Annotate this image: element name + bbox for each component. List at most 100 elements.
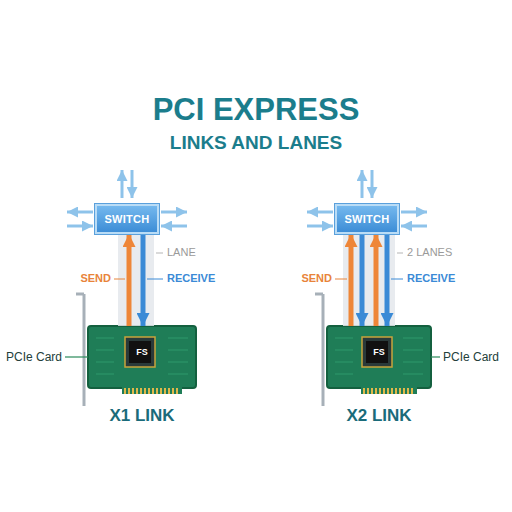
circuit-board	[327, 326, 431, 388]
gold-finger	[164, 388, 166, 394]
bracket-tab	[315, 293, 323, 296]
leader-line	[65, 356, 88, 357]
traffic-arrows	[67, 170, 187, 226]
chip	[125, 337, 155, 367]
diagram-label: LINKS AND LANES	[170, 132, 342, 154]
gold-finger	[367, 388, 369, 394]
lane-band	[343, 234, 395, 326]
trace	[403, 374, 423, 375]
gold-finger	[160, 388, 162, 394]
traffic-arrow	[67, 211, 93, 214]
gold-finger	[140, 388, 142, 394]
leader-line	[156, 253, 163, 254]
traffic-arrow	[401, 225, 427, 228]
leader-line	[397, 253, 403, 254]
bracket	[322, 294, 325, 406]
edge-connector	[122, 386, 182, 394]
receive-arrow	[385, 234, 390, 326]
gold-finger	[399, 388, 401, 394]
chip-die	[366, 341, 388, 363]
diagram-label: LANE	[167, 246, 196, 259]
gold-finger	[172, 388, 174, 394]
traffic-arrow	[361, 170, 364, 198]
trace	[168, 338, 188, 339]
card-label: PCIe Card	[443, 350, 499, 364]
gold-finger	[411, 388, 413, 394]
lane-band	[118, 234, 154, 326]
trace	[96, 374, 114, 375]
gold-finger	[407, 388, 409, 394]
receive-arrow	[360, 234, 365, 326]
leader-line	[335, 279, 347, 280]
send-arrow	[127, 234, 132, 326]
gold-finger	[132, 388, 134, 394]
leader-line	[431, 356, 440, 357]
traffic-arrow	[67, 225, 93, 228]
gold-finger	[387, 388, 389, 394]
switch-label: SWITCH	[344, 213, 389, 225]
trace	[403, 362, 423, 363]
trace	[335, 338, 353, 339]
send-arrow	[349, 234, 354, 326]
trace	[335, 362, 353, 363]
gold-finger	[168, 388, 170, 394]
gold-finger	[176, 388, 178, 394]
diagram-label: X2 LINK	[346, 406, 411, 426]
traffic-arrow	[307, 211, 333, 214]
traffic-arrow	[161, 225, 187, 228]
switch-label: SWITCH	[104, 213, 149, 225]
trace	[403, 338, 423, 339]
gold-finger	[395, 388, 397, 394]
gold-finger	[128, 388, 130, 394]
receive-arrow	[141, 234, 146, 326]
bracket	[83, 294, 86, 406]
gold-finger	[152, 388, 154, 394]
traffic-arrow	[131, 170, 134, 198]
card-label: PCIe Card	[6, 350, 62, 364]
traffic-arrow	[161, 211, 187, 214]
gold-finger	[379, 388, 381, 394]
gold-finger	[136, 388, 138, 394]
circuit-board	[88, 326, 196, 388]
leader-line	[114, 279, 125, 280]
switch-box: SWITCH	[95, 204, 159, 234]
trace	[96, 338, 114, 339]
chip-logo: FS	[373, 347, 385, 357]
gold-finger	[403, 388, 405, 394]
gold-finger	[144, 388, 146, 394]
trace	[335, 350, 353, 351]
trace	[96, 350, 114, 351]
trace	[403, 350, 423, 351]
gold-finger	[148, 388, 150, 394]
diagram-label: 2 LANES	[407, 246, 452, 259]
leader-line	[391, 279, 403, 280]
title: PCI EXPRESS	[153, 92, 360, 128]
trace	[168, 350, 188, 351]
gold-finger	[156, 388, 158, 394]
trace	[168, 374, 188, 375]
bracket-tab	[76, 293, 84, 296]
gold-finger	[391, 388, 393, 394]
send-arrow	[374, 234, 379, 326]
trace	[335, 374, 353, 375]
traffic-arrow	[121, 170, 124, 198]
edge-connector	[361, 386, 417, 394]
gold-finger	[124, 388, 126, 394]
trace	[96, 362, 114, 363]
gold-finger	[363, 388, 365, 394]
traffic-arrows	[307, 170, 427, 226]
traffic-arrow	[307, 225, 333, 228]
diagram-label: SEND	[301, 272, 332, 285]
gold-finger	[375, 388, 377, 394]
chip-logo: FS	[136, 347, 148, 357]
gold-finger	[383, 388, 385, 394]
chip-die	[129, 341, 151, 363]
gold-finger	[371, 388, 373, 394]
diagram-label: RECEIVE	[167, 272, 215, 285]
diagram-label: SEND	[80, 272, 111, 285]
chip	[362, 337, 392, 367]
trace	[168, 362, 188, 363]
diagram-label: RECEIVE	[407, 272, 455, 285]
switch-box: SWITCH	[335, 204, 399, 234]
traffic-arrow	[371, 170, 374, 198]
